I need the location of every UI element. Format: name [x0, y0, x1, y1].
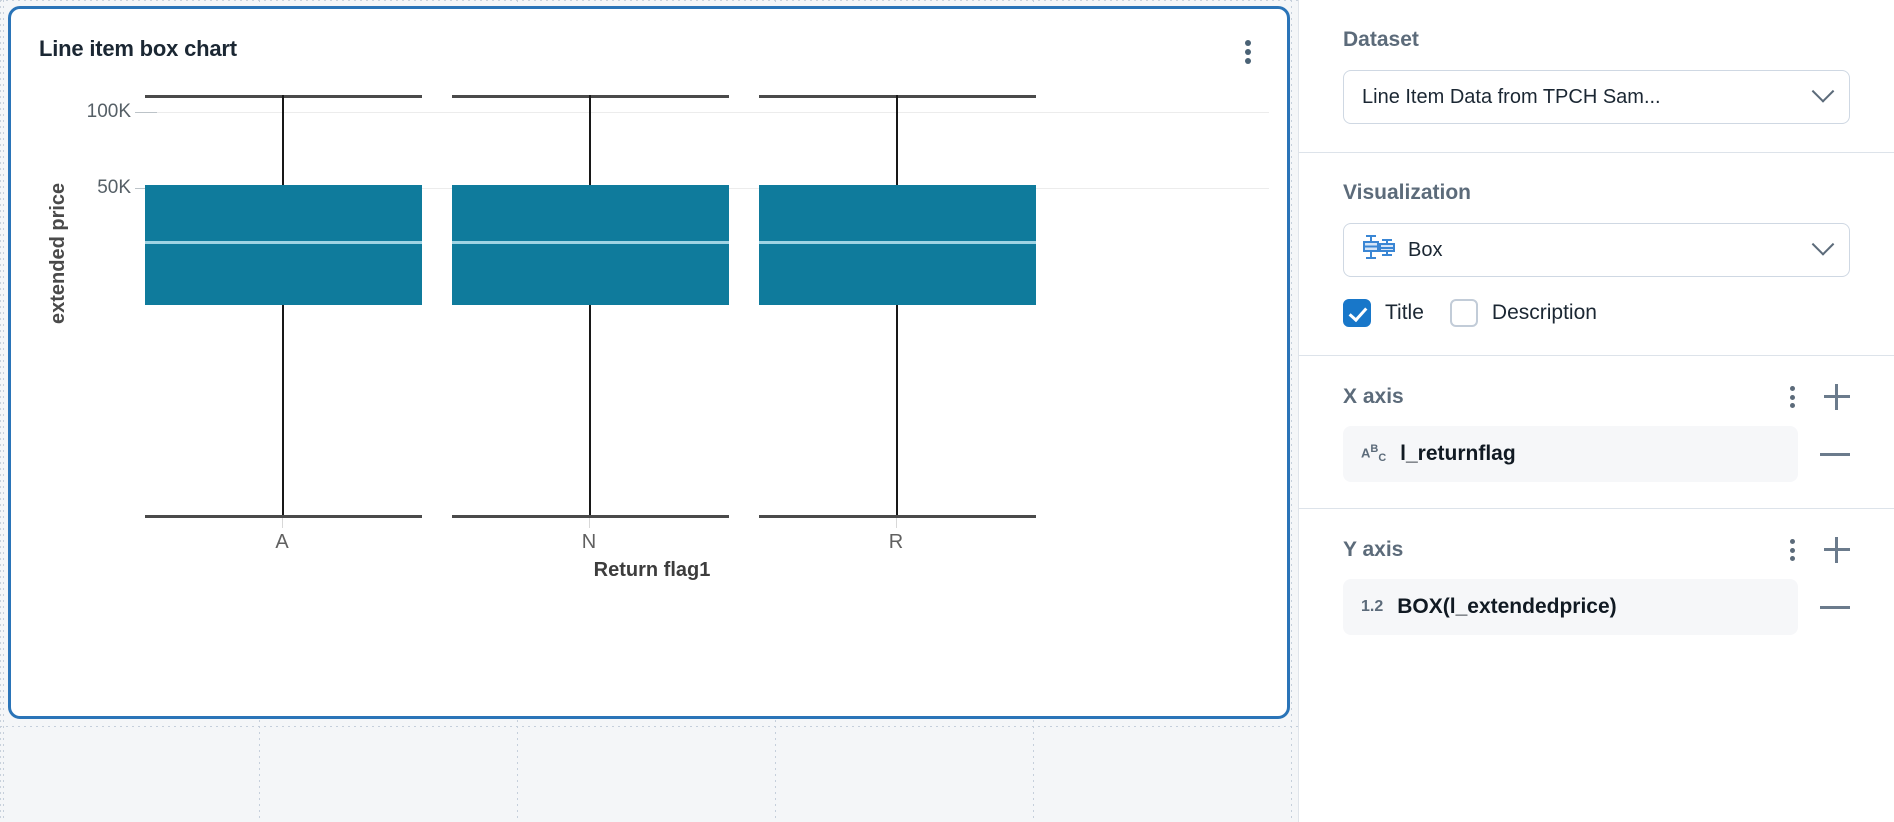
title-checkbox-label: Title [1385, 301, 1424, 324]
canvas-grid-line [3, 0, 4, 822]
y-axis-remove-minus-icon[interactable] [1820, 605, 1850, 609]
section-divider [1299, 355, 1894, 356]
y-axis-field-chip[interactable]: 1.2 BOX(l_extendedprice) [1343, 579, 1798, 635]
y-gridline [139, 112, 1269, 113]
y-axis-field-name: BOX(l_extendedprice) [1397, 595, 1617, 618]
whisker-lower [589, 305, 591, 516]
canvas-grid-line [0, 726, 1298, 727]
chart-menu-kebab-icon[interactable] [1237, 37, 1259, 67]
x-axis-section: X axis ABC l_returnflag [1343, 356, 1850, 508]
whisker-cap-bottom [145, 515, 422, 518]
kebab-dot [1789, 539, 1795, 544]
description-checkbox-label: Description [1491, 301, 1597, 324]
dashboard-canvas: Line item box chart extended price 100K [0, 0, 1298, 822]
section-divider [1299, 508, 1894, 509]
y-axis-title: extended price [47, 182, 69, 324]
x-tick-label-n: N [581, 531, 597, 553]
title-checkbox[interactable] [1343, 299, 1371, 327]
box-body[interactable] [452, 185, 729, 305]
x-tick-mark [282, 518, 283, 528]
y-axis-plus-icon[interactable] [1824, 537, 1850, 563]
box-body[interactable] [759, 185, 1036, 305]
whisker-lower [896, 305, 898, 516]
field-type-number-icon: 1.2 [1361, 598, 1384, 615]
kebab-dot [1789, 547, 1795, 553]
description-checkbox[interactable] [1449, 299, 1478, 327]
chart-card[interactable]: Line item box chart extended price 100K [8, 6, 1290, 719]
y-axis-kebab-menu-icon[interactable] [1782, 537, 1802, 563]
dataset-section-label: Dataset [1343, 28, 1419, 51]
field-type-abc-icon: ABC [1361, 443, 1387, 465]
kebab-dot [1245, 58, 1251, 64]
x-tick-mark [896, 518, 897, 528]
kebab-dot [1789, 556, 1795, 561]
x-axis-field-name: l_returnflag [1400, 442, 1516, 465]
box-plot-icon [1362, 233, 1396, 268]
whisker-cap-bottom [452, 515, 729, 518]
median-line [145, 241, 422, 244]
visualization-toggles: Title Description [1343, 299, 1850, 327]
dataset-select-value: Line Item Data from TPCH Sam... [1362, 85, 1661, 108]
dataset-section: Dataset Line Item Data from TPCH Sam... [1343, 0, 1850, 152]
x-axis-title: Return flag1 [593, 559, 711, 581]
whisker-lower [282, 305, 284, 516]
median-line [759, 241, 1036, 244]
kebab-dot [1789, 386, 1795, 391]
x-axis-plus-icon[interactable] [1824, 384, 1850, 410]
whisker-upper [282, 95, 284, 187]
y-tick-label: 100K [86, 101, 131, 122]
x-axis-remove-minus-icon[interactable] [1820, 452, 1850, 456]
canvas-grid-line [1291, 0, 1292, 822]
chevron-down-icon [1811, 80, 1835, 103]
visualization-section: Visualization [1343, 153, 1850, 355]
section-divider [1299, 152, 1894, 153]
x-tick-label-r: R [888, 531, 904, 553]
y-tick-label: 50K [97, 177, 131, 198]
x-axis-field-chip[interactable]: ABC l_returnflag [1343, 426, 1798, 482]
whisker-upper [589, 95, 591, 187]
kebab-dot [1789, 403, 1795, 408]
median-line [452, 241, 729, 244]
x-axis-kebab-menu-icon[interactable] [1782, 384, 1802, 410]
kebab-dot [1245, 49, 1251, 55]
whisker-cap-bottom [759, 515, 1036, 518]
x-tick-mark [589, 518, 590, 528]
x-tick-label-a: A [275, 531, 289, 553]
kebab-dot [1789, 394, 1795, 400]
y-axis-header: Y axis [1343, 537, 1850, 563]
visualization-select-value: Box [1408, 238, 1443, 261]
x-axis-field-row: ABC l_returnflag [1343, 426, 1850, 482]
visualization-section-label: Visualization [1343, 181, 1471, 204]
x-axis-header: X axis [1343, 384, 1850, 410]
whisker-upper [896, 95, 898, 187]
dataset-select[interactable]: Line Item Data from TPCH Sam... [1343, 70, 1850, 124]
y-axis-section-label: Y axis [1343, 538, 1404, 561]
chevron-down-icon [1811, 233, 1835, 256]
chart-title: Line item box chart [39, 36, 237, 61]
y-tick-mark [135, 112, 157, 113]
visualization-select[interactable]: Box [1343, 223, 1850, 277]
box-plot-figure: extended price 100K 50K [11, 69, 1287, 716]
x-axis-section-label: X axis [1343, 385, 1404, 408]
box-body[interactable] [145, 185, 422, 305]
settings-sidebar: Dataset Line Item Data from TPCH Sam... … [1298, 0, 1894, 822]
y-axis-field-row: 1.2 BOX(l_extendedprice) [1343, 579, 1850, 635]
y-axis-section: Y axis 1.2 BOX(l_extendedprice) [1343, 509, 1850, 635]
kebab-dot [1245, 40, 1251, 46]
